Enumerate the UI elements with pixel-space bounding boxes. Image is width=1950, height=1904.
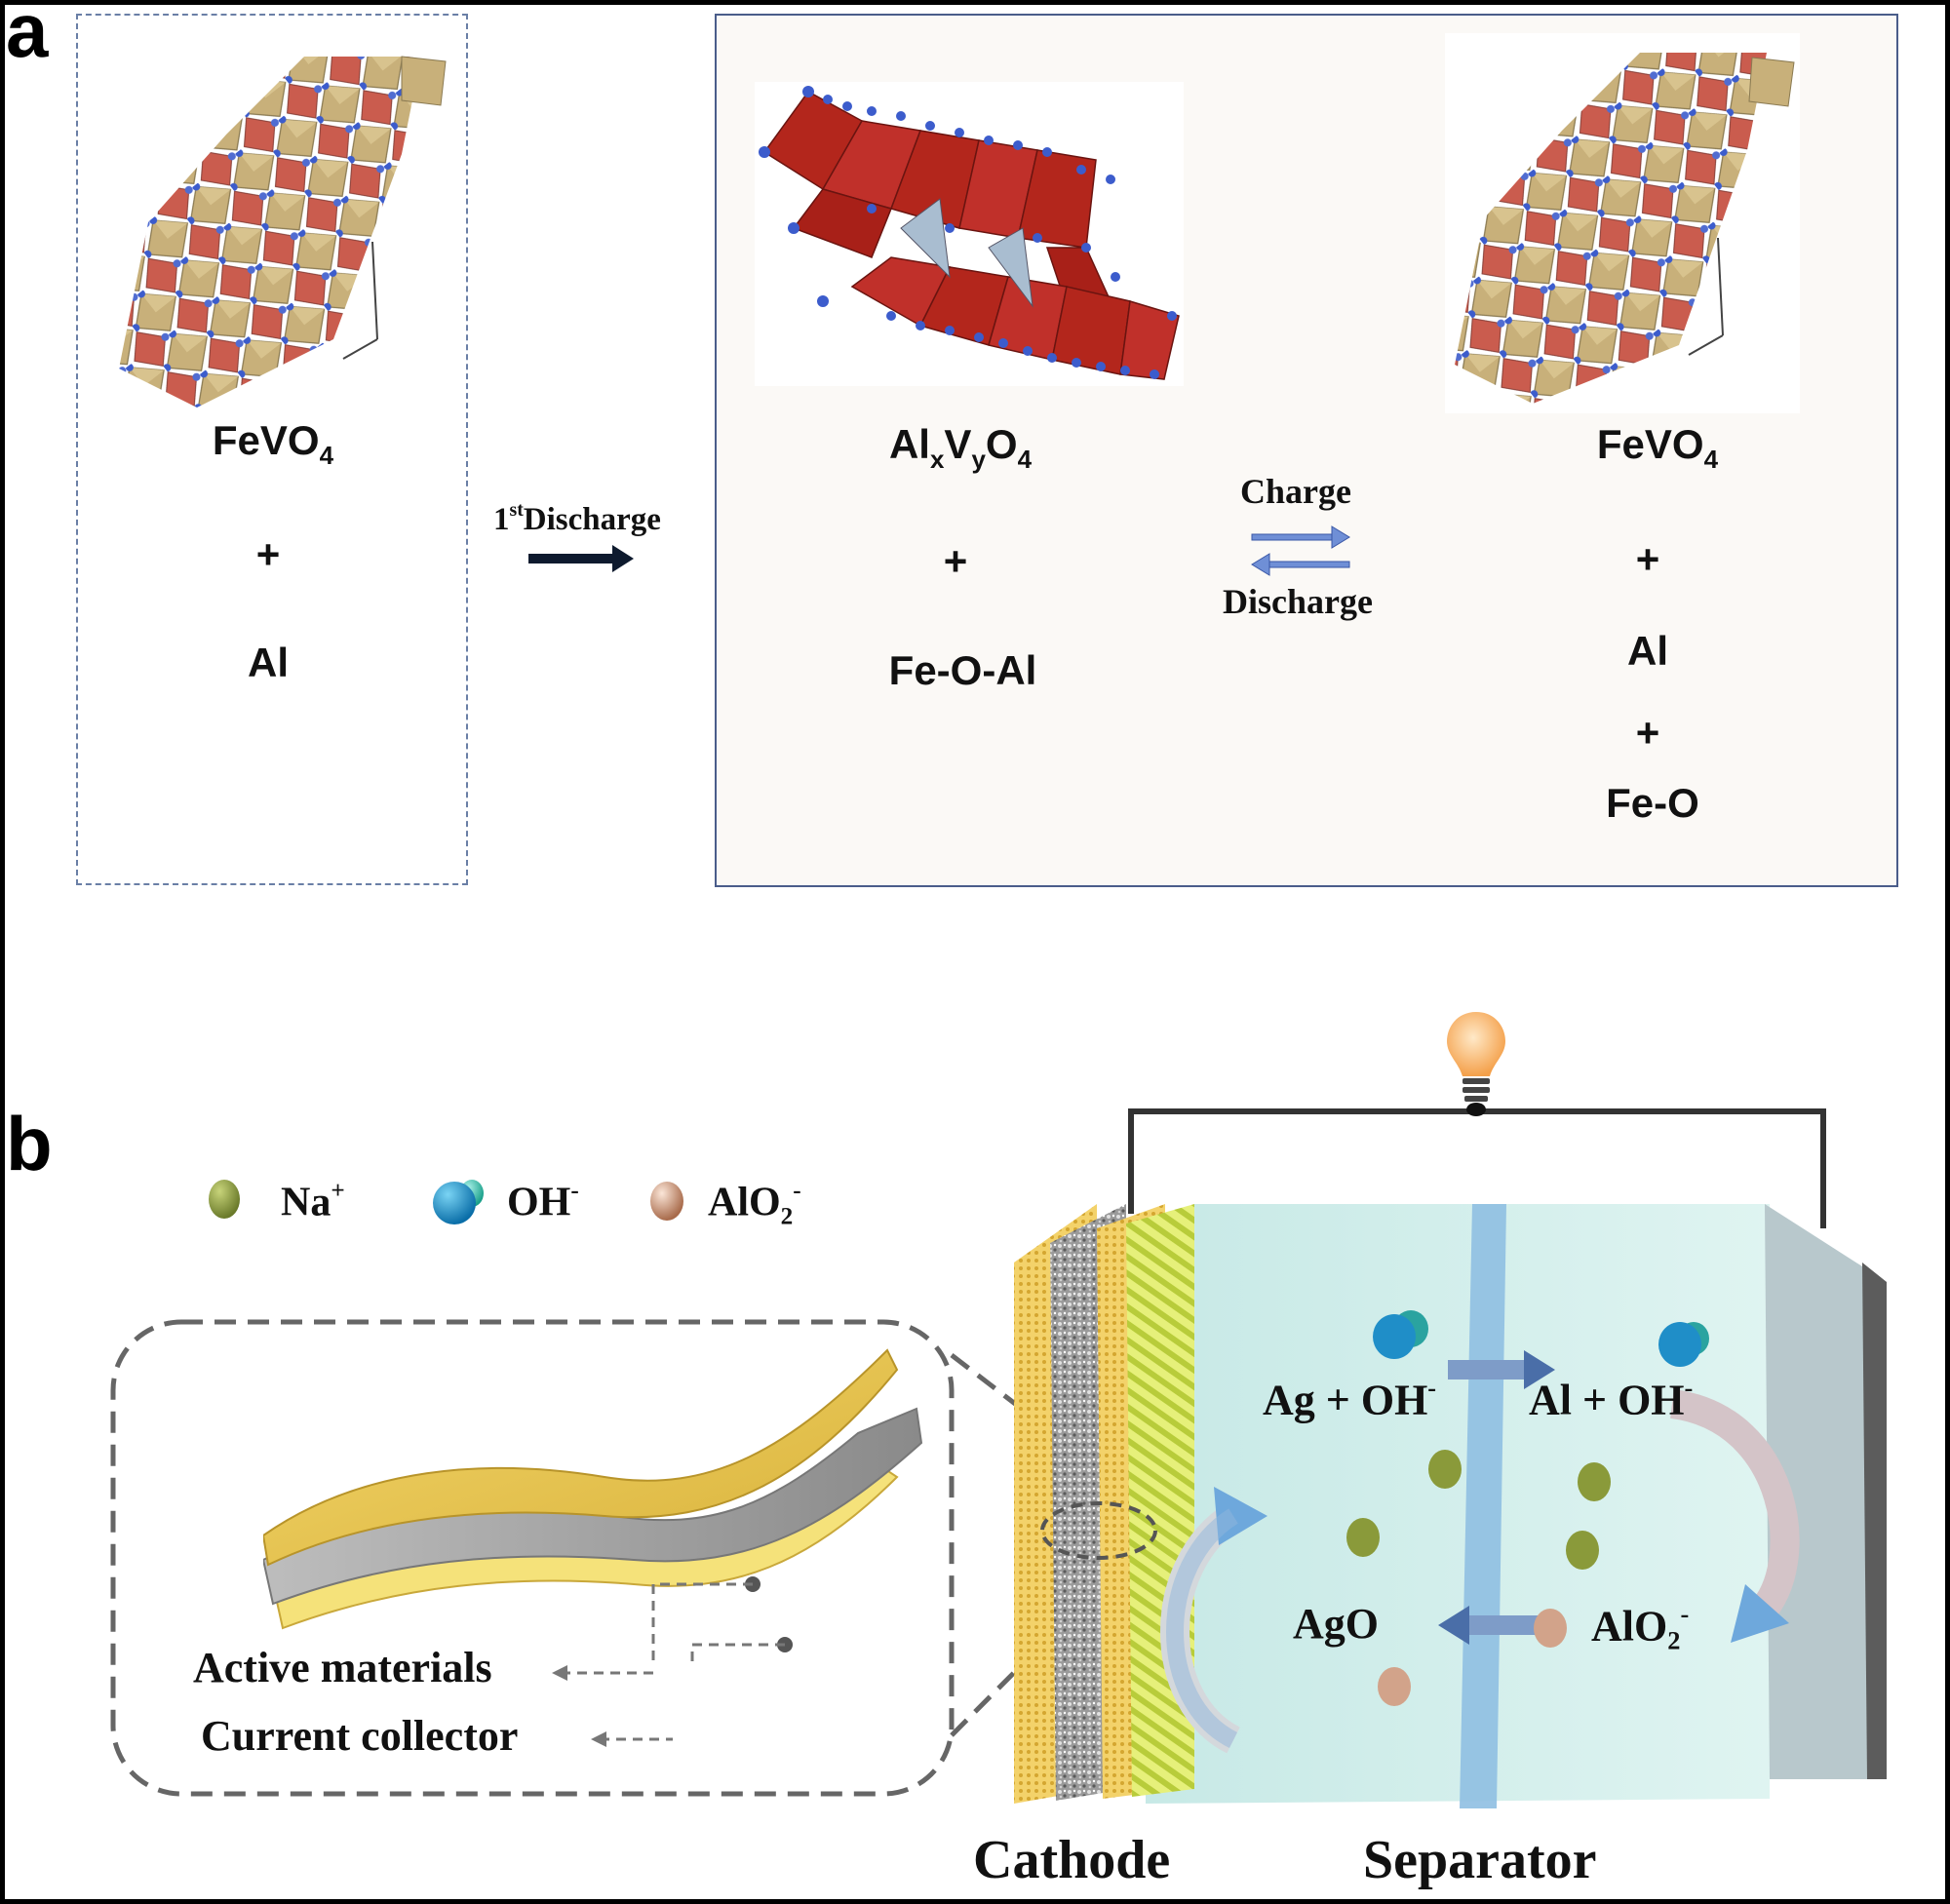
active-materials-label: Active materials <box>193 1644 492 1691</box>
al-oh-label: Al + OH- <box>1529 1373 1694 1424</box>
al-label-left: Al <box>248 640 289 685</box>
discharge-label: Discharge <box>1223 582 1373 621</box>
inset-leader-arrows <box>552 1665 673 1747</box>
plus-sign-right-2: + <box>1635 710 1660 756</box>
first-discharge-label: 1stDischarge <box>493 499 661 537</box>
panel-a-letter: a <box>6 0 49 73</box>
initial-state-box <box>76 14 468 885</box>
alxvyo4-label: AlxVyO4 <box>888 421 1033 474</box>
alxvyo4-crystal-structure <box>755 82 1184 386</box>
oh-ion <box>1373 1310 1428 1359</box>
fevo4-label-right: FeVO4 <box>1596 421 1719 474</box>
panel-b-letter: b <box>6 1101 53 1186</box>
oh-ion-legend-icon <box>433 1180 484 1224</box>
light-bulb-icon <box>1447 1012 1505 1116</box>
fevo4-crystal-structure-right <box>1445 33 1800 413</box>
plus-sign-left: + <box>255 531 281 577</box>
aluminum-battery-cell <box>1014 1204 1887 1808</box>
alo2-legend-label: AlO2- <box>708 1178 801 1230</box>
ago-label: AgO <box>1293 1600 1379 1648</box>
alo2-label-cell: AlO2- <box>1591 1599 1690 1655</box>
fe-o-label-right: Fe-O <box>1606 780 1699 826</box>
first-discharge-arrow <box>528 545 634 572</box>
ag-oh-label: Ag + OH- <box>1263 1373 1437 1424</box>
na-legend-label: Na+ <box>281 1178 345 1225</box>
na-ion-legend-icon <box>209 1180 240 1219</box>
cathode-label: Cathode <box>973 1830 1171 1890</box>
fevo4-crystal-structure-left <box>119 56 447 408</box>
plus-sign-middle: + <box>943 538 968 584</box>
separator-label: Separator <box>1363 1830 1597 1890</box>
fevo4-label-left: FeVO4 <box>212 417 334 470</box>
current-collector-label: Current collector <box>201 1712 519 1760</box>
layered-electrode-illustration <box>263 1348 923 1662</box>
plus-sign-right-1: + <box>1635 536 1660 582</box>
alo2-ion-legend-icon <box>650 1182 683 1221</box>
al-label-right: Al <box>1627 628 1668 674</box>
reversible-reaction-arrows <box>1251 525 1350 576</box>
charge-label: Charge <box>1240 472 1351 511</box>
oh-legend-label: OH- <box>507 1178 579 1225</box>
fe-o-al-label: Fe-O-Al <box>888 647 1037 693</box>
